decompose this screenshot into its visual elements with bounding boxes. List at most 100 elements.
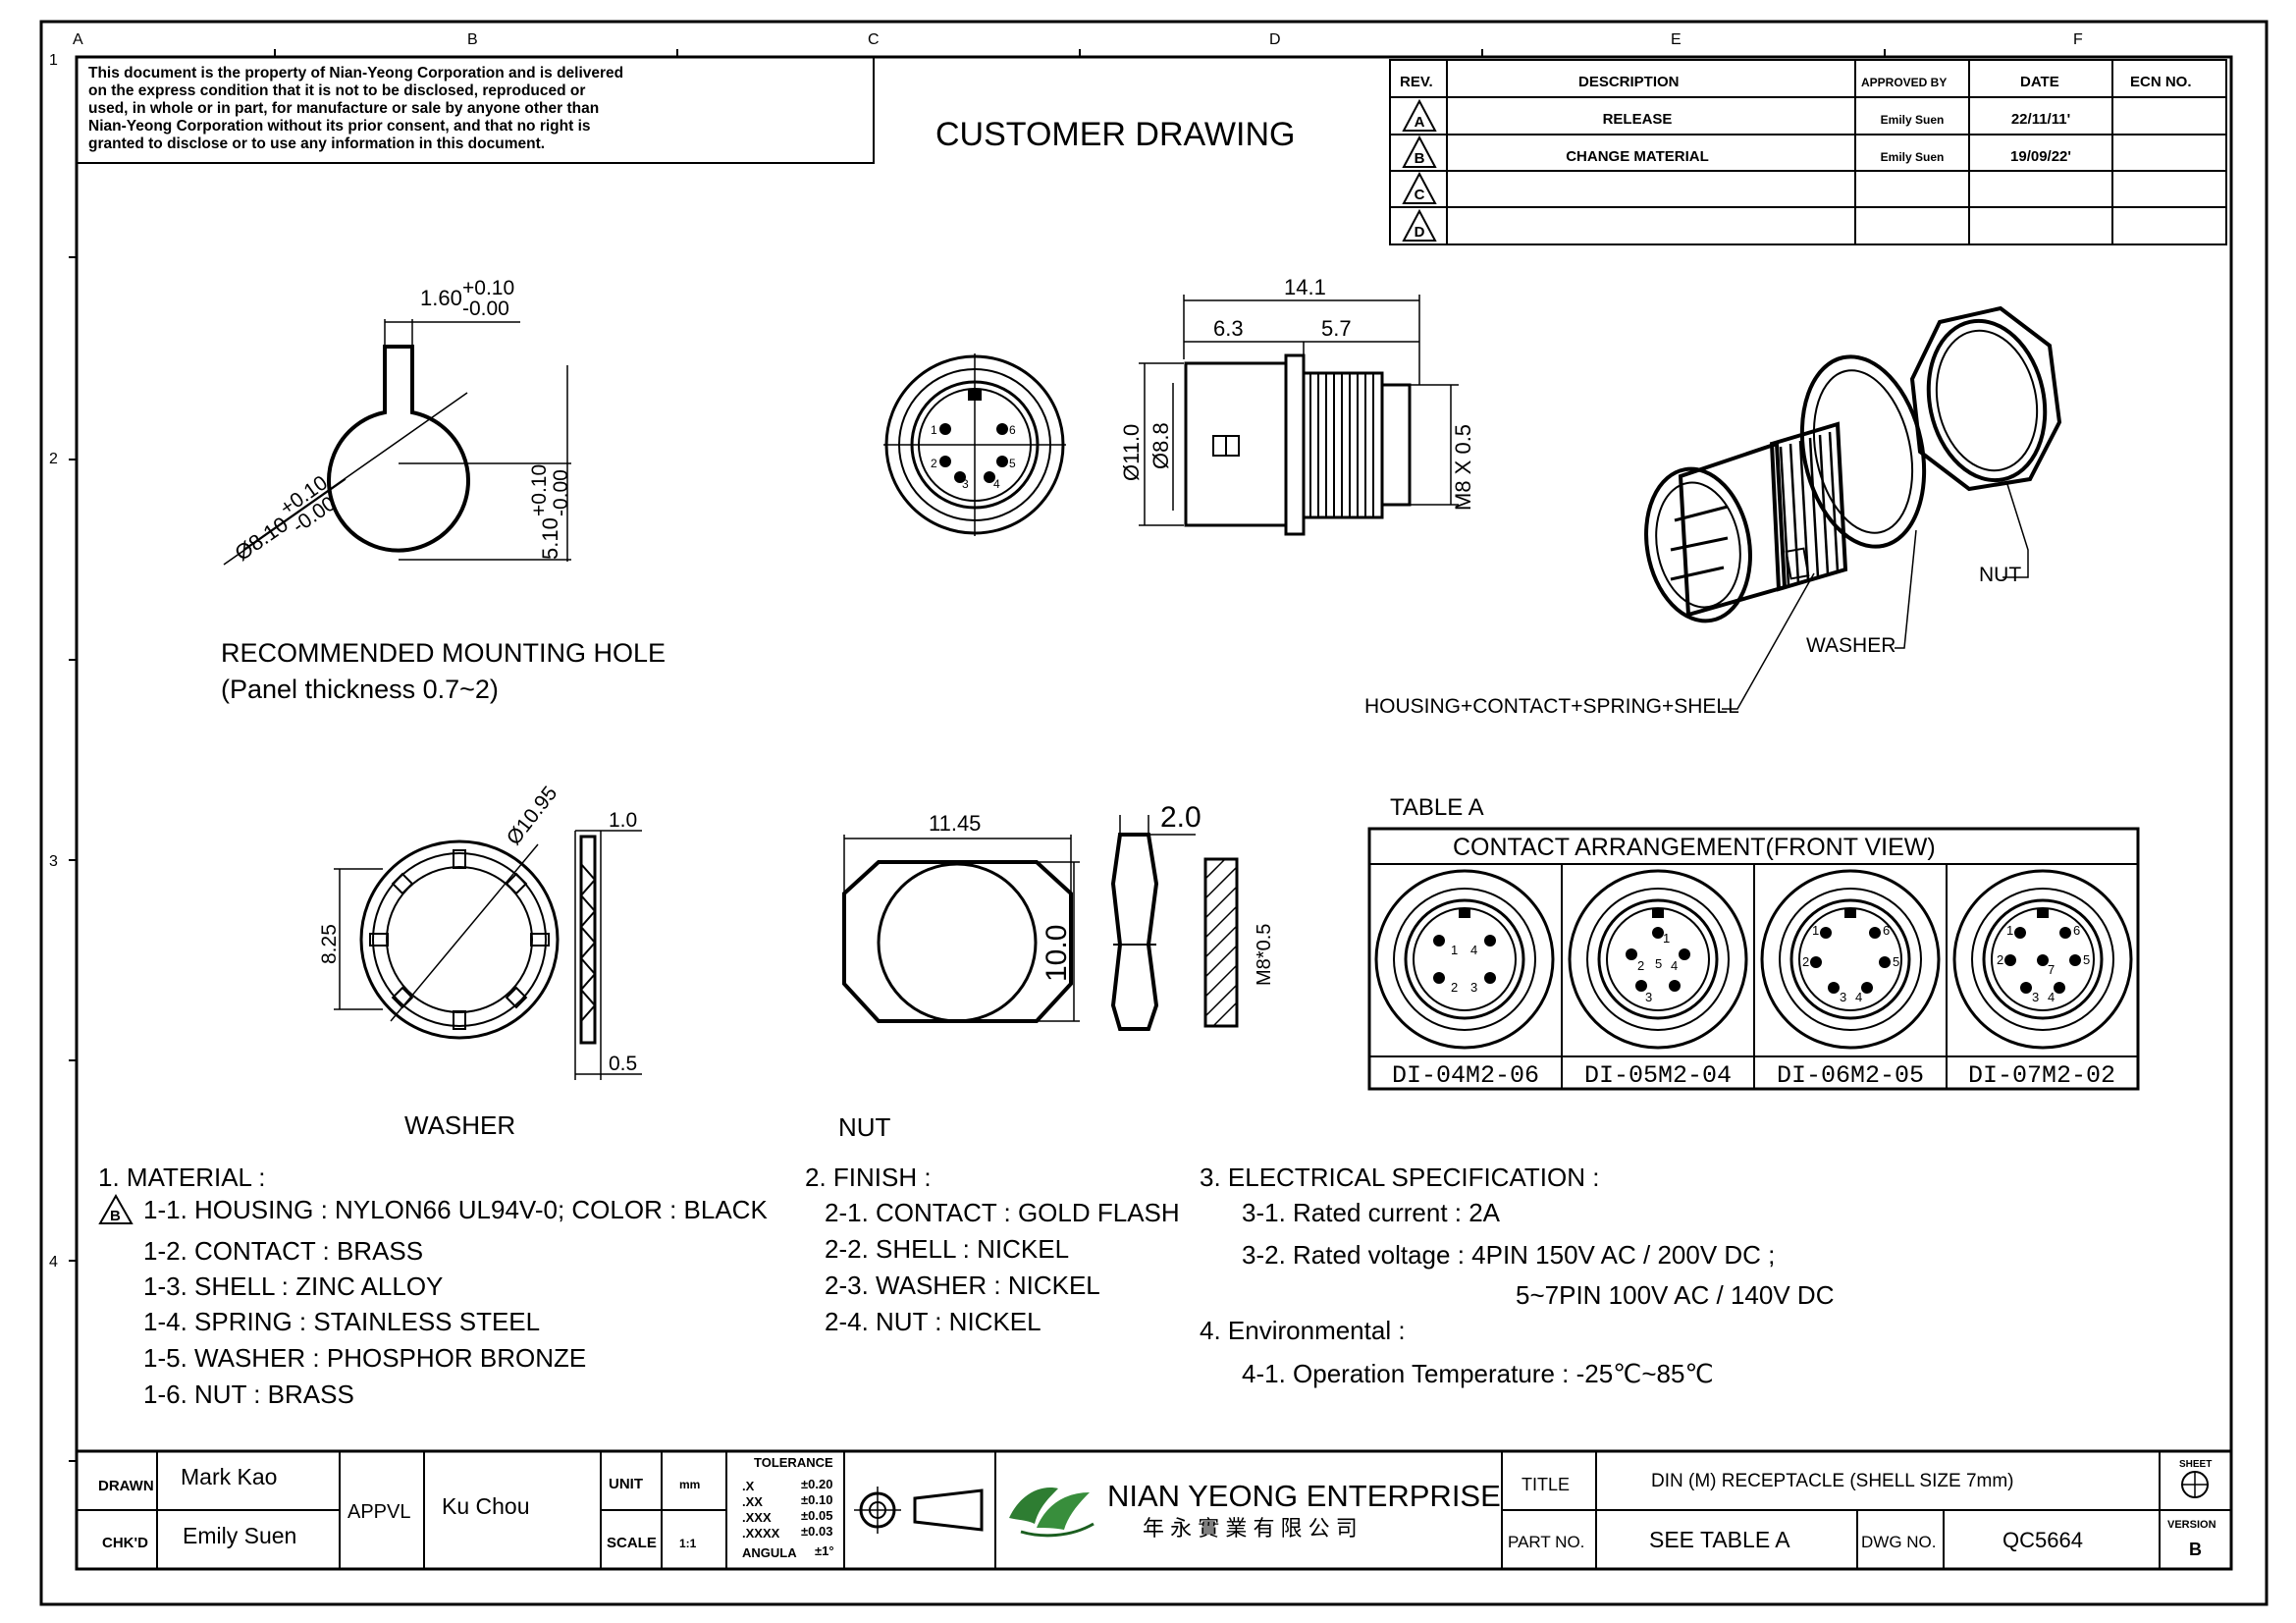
nut-dims: 11.45 10.0 2.0 M8*0.5 (929, 801, 1275, 986)
arr2-pin-3: 3 (1645, 990, 1652, 1004)
title-block-text: DRAWN Mark Kao CHK'D Emily Suen APPVL Ku… (98, 1455, 2216, 1560)
version-label: VERSION (2167, 1519, 2216, 1531)
label-nut: NUT (1979, 564, 2021, 586)
material-6: 1-6. NUT : BRASS (143, 1380, 354, 1409)
revision-table: REV. DESCRIPTION APPROVED BY DATE ECN NO… (1389, 59, 2227, 245)
notice-box (76, 56, 875, 164)
washer-caption: WASHER (404, 1110, 515, 1140)
dim-nut-flats: 11.45 (929, 811, 981, 836)
contact-arrangement-4: 1 6 2 7 5 3 4 (1952, 869, 2133, 1050)
company-name: NIAN YEONG ENTERPRISE (1107, 1479, 1501, 1513)
part-label: PART NO. (1508, 1533, 1584, 1551)
tol-2-key: .XX (742, 1494, 763, 1509)
rev-b-approved: Emily Suen (1881, 150, 1945, 164)
arr3-pin-4: 4 (1855, 990, 1862, 1004)
material-rev-marker: B (110, 1208, 121, 1224)
unit-value: mm (679, 1478, 700, 1491)
zone-letter-d: D (1269, 31, 1281, 48)
arr3-pin-6: 6 (1883, 923, 1890, 938)
assembly-isometric (1644, 305, 2062, 710)
material-5: 1-5. WASHER : PHOSPHOR BRONZE (143, 1343, 586, 1373)
rev-b-date: 19/09/22' (2010, 148, 2071, 165)
finish-1: 2-1. CONTACT : GOLD FLASH (825, 1198, 1180, 1227)
dim-outer-dia: Ø11.0 (1119, 424, 1144, 481)
dim-nut-thick: 2.0 (1160, 801, 1201, 834)
notes-material: 1. MATERIAL : B 1-1. HOUSING : NYLON66 U… (98, 1163, 768, 1409)
dim-flat-tol-minus: -0.00 (550, 469, 572, 516)
zone-letter-b: B (467, 31, 478, 48)
chkd-label: CHK'D (102, 1535, 148, 1551)
dwg-label: DWG NO. (1861, 1533, 1937, 1551)
tol-4-val: ±0.03 (801, 1524, 832, 1539)
rev-a-letter: A (1415, 114, 1425, 131)
finish-4: 2-4. NUT : NICKEL (825, 1307, 1041, 1336)
front-pin-label-2: 2 (931, 457, 937, 470)
contact-arrangement-3: 1 6 2 5 3 4 (1760, 869, 1941, 1050)
dim-thread-size: M8 X 0.5 (1451, 424, 1475, 511)
tol-3-key: .XXX (742, 1510, 772, 1525)
notice-text: This document is the property of Nian-Ye… (88, 65, 623, 152)
tol-5-key: ANGULA (742, 1545, 797, 1560)
elec-title: 3. ELECTRICAL SPECIFICATION : (1200, 1163, 1599, 1192)
zone-letter-e: E (1671, 31, 1682, 48)
chkd-value: Emily Suen (183, 1523, 296, 1548)
mounting-hole-view (223, 319, 571, 566)
arr4-pin-5: 5 (2083, 952, 2090, 967)
material-1: 1-1. HOUSING : NYLON66 UL94V-0; COLOR : … (143, 1195, 768, 1224)
rev-header-date: DATE (2020, 74, 2059, 90)
drawn-value: Mark Kao (181, 1464, 277, 1489)
rev-d-letter: D (1415, 224, 1425, 241)
arr1-pin-4: 4 (1470, 943, 1477, 957)
env-1: 4-1. Operation Temperature : -25℃~85℃ (1242, 1359, 1714, 1388)
dim-washer-thick: 1.0 (609, 809, 637, 832)
rev-c-letter: C (1415, 187, 1425, 203)
mounting-hole-subcaption: (Panel thickness 0.7~2) (221, 675, 499, 704)
title-label: TITLE (1522, 1475, 1570, 1494)
tol-3-val: ±0.05 (801, 1508, 832, 1523)
arr4-pin-2: 2 (1997, 952, 2003, 967)
contact-arrangement-1: 1 4 2 3 (1374, 869, 1555, 1050)
arr2-pin-1: 1 (1663, 931, 1670, 946)
tol-5-val: ±1° (815, 1543, 834, 1558)
front-pin-label-1: 1 (931, 423, 937, 437)
arr3-pin-2: 2 (1802, 954, 1809, 969)
unit-label: UNIT (609, 1476, 643, 1492)
front-pin-label-6: 6 (1009, 423, 1016, 437)
part-name-2: DI-05M2-04 (1584, 1061, 1732, 1090)
zone-number-4: 4 (49, 1254, 58, 1271)
material-3: 1-3. SHELL : ZINC ALLOY (143, 1271, 443, 1301)
version-value: B (2189, 1540, 2202, 1559)
arr3-pin-1: 1 (1812, 923, 1819, 938)
dim-inner-dia: Ø8.8 (1148, 422, 1173, 469)
material-4: 1-4. SPRING : STAINLESS STEEL (143, 1307, 540, 1336)
rev-header-ecn: ECN NO. (2130, 74, 2192, 90)
mounting-hole-caption: RECOMMENDED MOUNTING HOLE (221, 638, 666, 668)
arr4-pin-1: 1 (2006, 923, 2013, 938)
table-a (1367, 827, 2140, 1091)
notice-line-2: on the express condition that it is not … (88, 82, 585, 99)
arr4-pin-3: 3 (2032, 990, 2039, 1004)
zone-number-2: 2 (49, 451, 58, 467)
dim-overall-length: 14.1 (1284, 275, 1326, 299)
tol-1-val: ±0.20 (801, 1477, 832, 1491)
scale-value: 1:1 (679, 1537, 697, 1550)
notice-line-1: This document is the property of Nian-Ye… (88, 65, 623, 81)
part-value: SEE TABLE A (1649, 1527, 1790, 1552)
rev-b-description: CHANGE MATERIAL (1566, 148, 1709, 165)
rev-header-approved: APPROVED BY (1861, 76, 1947, 89)
dim-key-tol-plus: +0.10 (462, 277, 514, 299)
assembly-labels: NUT WASHER HOUSING+CONTACT+SPRING+SHELL (1364, 564, 2021, 718)
dim-front-length: 6.3 (1213, 316, 1244, 341)
front-pin-label-3: 3 (962, 477, 969, 491)
arr4-pin-7: 7 (2048, 962, 2055, 977)
zone-letter-a: A (73, 31, 83, 48)
dim-key-tol-minus: -0.00 (462, 298, 509, 320)
arr3-pin-3: 3 (1840, 990, 1846, 1004)
receptacle-front-view: 1 2 3 4 5 6 (883, 353, 1066, 536)
receptacle-dims: 14.1 6.3 5.7 Ø11.0 Ø8.8 M8 X 0.5 (1119, 275, 1475, 511)
arr1-pin-3: 3 (1470, 980, 1477, 995)
rev-a-date: 22/11/11' (2011, 111, 2070, 128)
outer-border (39, 20, 2269, 1606)
arr2-pin-4: 4 (1671, 958, 1678, 973)
finish-2: 2-2. SHELL : NICKEL (825, 1234, 1069, 1264)
